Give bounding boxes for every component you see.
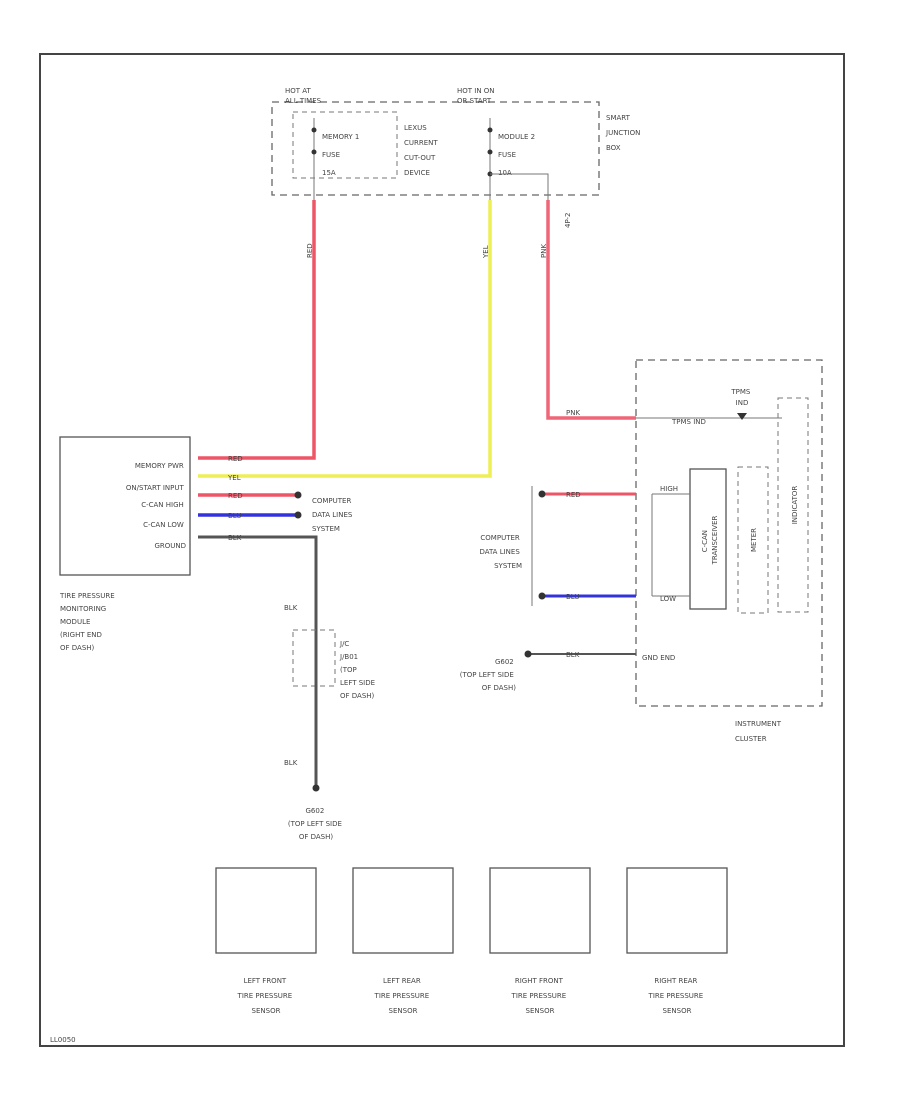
cluster-gnd-wire-label: BLK: [566, 651, 580, 659]
hot-in-on-start-label: HOT IN ON OR START: [457, 87, 497, 105]
tpms-module-box: [59, 436, 191, 576]
sensor-box: [352, 867, 454, 954]
data-line-node: [294, 491, 302, 499]
module-pin-labels: MEMORY PWR ON/START INPUT C-CAN HIGH C-C…: [126, 462, 186, 550]
smart-junction-box: HOT AT ALL TIMES HOT IN ON OR START MEMO…: [271, 87, 643, 228]
sensor-left-front: LEFT FRONT TIRE PRESSURE SENSOR: [215, 867, 317, 1015]
can-low-label: LOW: [660, 595, 676, 603]
junction-box-name: SMART JUNCTION BOX: [605, 114, 643, 152]
pink-cluster-wire: [546, 200, 636, 420]
fuse-terminal: [487, 149, 493, 155]
junction-box-outline: [271, 101, 600, 196]
can-wire-blu-label: BLU: [566, 593, 579, 601]
cluster-name: INSTRUMENT CLUSTER: [735, 720, 783, 743]
tpms-indicator-label: TPMS IND: [730, 388, 752, 407]
hot-at-all-times-label: HOT AT ALL TIMES: [285, 87, 322, 105]
tpms-indicator-icon: [737, 413, 747, 420]
fuse-group-outline: [292, 111, 398, 179]
indicator-outline: [777, 397, 809, 613]
splice-label: J/C J/B01 (TOP LEFT SIDE OF DASH): [339, 640, 377, 700]
sensor-box: [215, 867, 317, 954]
splice-wire-bottom-label: BLK: [284, 759, 298, 767]
indicator-label: INDICATOR: [791, 486, 799, 525]
tpms-module: MEMORY PWR ON/START INPUT C-CAN HIGH C-C…: [59, 436, 191, 652]
tpms-wire-label: TPMS IND: [671, 418, 706, 426]
can-wire-red-label: RED: [566, 491, 581, 499]
splice-outline: [292, 629, 336, 687]
connector-label: 4P-2: [564, 212, 572, 228]
can-high-label: HIGH: [660, 485, 678, 493]
sensor-box: [489, 867, 591, 954]
module-wire-labels: RED YEL RED BLU BLK: [227, 455, 245, 542]
fuse-terminal: [487, 127, 493, 133]
current-cutout-label: LEXUS CURRENT CUT-OUT DEVICE: [404, 124, 440, 177]
sensor-right-front: RIGHT FRONT TIRE PRESSURE SENSOR: [489, 867, 591, 1015]
module-fuse-label: MODULE 2 FUSE 10A: [498, 133, 537, 177]
sensor-label: LEFT FRONT TIRE PRESSURE SENSOR: [237, 977, 295, 1015]
pnk-cluster-label: PNK: [566, 409, 580, 417]
pnk-wire-label: PNK: [540, 244, 548, 258]
yel-wire-label: YEL: [482, 245, 490, 259]
sensor-right-rear: RIGHT REAR TIRE PRESSURE SENSOR: [626, 867, 728, 1015]
ground-node-bottom: [312, 784, 320, 792]
red-wire-label: RED: [306, 243, 314, 258]
data-line-node: [538, 490, 546, 498]
data-lines-left-label: COMPUTER DATA LINES SYSTEM: [312, 497, 355, 533]
sensor-label: RIGHT FRONT TIRE PRESSURE SENSOR: [511, 977, 569, 1015]
yellow-ignition-wire: [198, 200, 492, 478]
ground-right-label: G602 (TOP LEFT SIDE OF DASH): [460, 658, 517, 692]
sensor-label: RIGHT REAR TIRE PRESSURE SENSOR: [648, 977, 706, 1015]
splice-wire-top-label: BLK: [284, 604, 298, 612]
data-lines-right-label: COMPUTER DATA LINES SYSTEM: [479, 534, 522, 570]
data-line-node: [294, 511, 302, 519]
meter-label: METER: [750, 528, 758, 552]
footer-code: LL0050: [50, 1036, 76, 1044]
can-transceiver-label: C-CAN TRANSCEIVER: [701, 515, 719, 565]
ground-bottom-label: G602 (TOP LEFT SIDE OF DASH): [288, 807, 344, 841]
diagram-frame: [39, 53, 845, 1047]
ground-node-right: [524, 650, 532, 658]
module-ground-wire: [198, 535, 318, 640]
sensor-box: [626, 867, 728, 954]
meter-outline: [737, 466, 769, 614]
red-memory-wire: [198, 200, 316, 460]
tpms-module-name: TIRE PRESSURE MONITORING MODULE (RIGHT E…: [59, 592, 117, 652]
sensor-label: LEFT REAR TIRE PRESSURE SENSOR: [374, 977, 432, 1015]
can-transceiver-box: [689, 468, 727, 610]
ground-splice: BLK BLK J/C J/B01 (TOP LEFT SIDE OF DASH…: [284, 604, 377, 792]
cluster-outline: [635, 359, 823, 707]
fuse-terminal: [311, 149, 317, 155]
instrument-cluster: TPMS IND TPMS IND INDICATOR C-CAN TRANSC…: [635, 359, 823, 743]
fuse-terminal: [311, 127, 317, 133]
memory-fuse-label: MEMORY 1 FUSE 15A: [322, 133, 362, 177]
ground-end-label: GND END: [642, 654, 675, 662]
data-line-node: [538, 592, 546, 600]
sensor-left-rear: LEFT REAR TIRE PRESSURE SENSOR: [352, 867, 454, 1015]
